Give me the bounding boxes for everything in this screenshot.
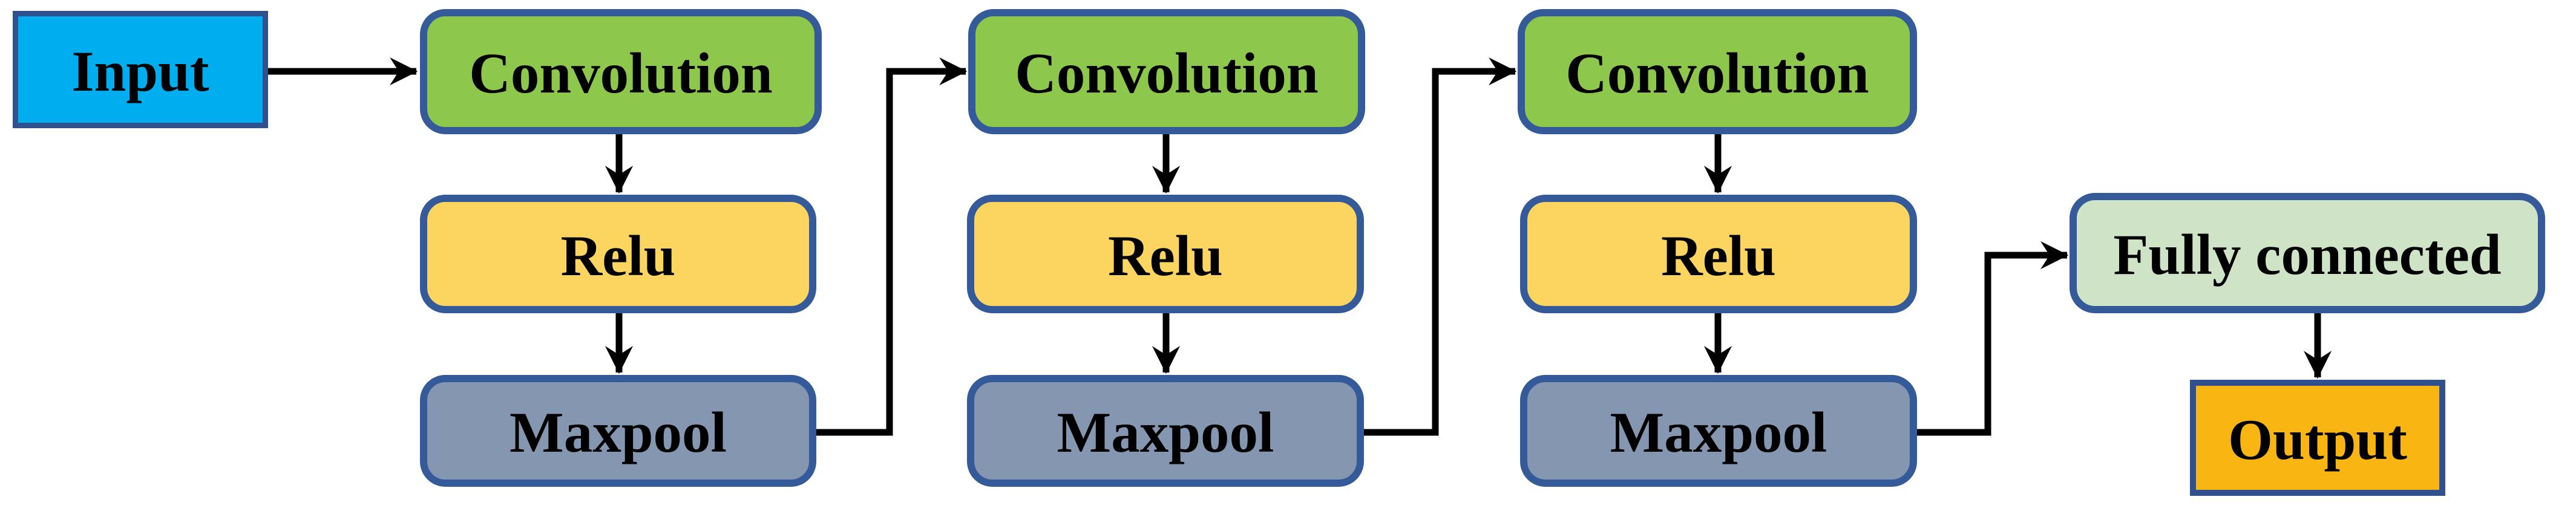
node-conv2: Convolution bbox=[968, 9, 1365, 134]
node-conv3: Convolution bbox=[1518, 9, 1917, 134]
node-relu2: Relu bbox=[967, 195, 1364, 313]
node-label-relu2: Relu bbox=[1108, 223, 1223, 288]
node-fc: Fully connected bbox=[2070, 193, 2545, 313]
node-label-conv2: Convolution bbox=[1015, 41, 1319, 105]
node-output: Output bbox=[2190, 380, 2445, 496]
edge-maxpool2-to-conv3 bbox=[1362, 57, 1517, 436]
node-label-maxpool2: Maxpool bbox=[1057, 400, 1274, 464]
edge-maxpool3-to-fc bbox=[1915, 241, 2069, 436]
node-maxpool3: Maxpool bbox=[1520, 375, 1917, 487]
node-label-input: Input bbox=[71, 39, 209, 103]
node-label-fc: Fully connected bbox=[2113, 223, 2502, 287]
node-relu1: Relu bbox=[420, 195, 816, 313]
node-maxpool2: Maxpool bbox=[967, 375, 1364, 487]
edge-maxpool1-to-conv2 bbox=[814, 57, 968, 436]
node-label-maxpool3: Maxpool bbox=[1610, 400, 1827, 464]
node-label-maxpool1: Maxpool bbox=[510, 400, 727, 464]
node-label-output: Output bbox=[2228, 407, 2407, 472]
node-maxpool1: Maxpool bbox=[420, 375, 816, 487]
node-conv1: Convolution bbox=[420, 9, 822, 134]
node-label-relu3: Relu bbox=[1661, 223, 1776, 288]
node-relu3: Relu bbox=[1520, 195, 1917, 313]
node-input: Input bbox=[13, 11, 268, 128]
node-label-conv1: Convolution bbox=[469, 41, 773, 105]
node-label-relu1: Relu bbox=[560, 223, 676, 288]
node-label-conv3: Convolution bbox=[1565, 41, 1869, 105]
